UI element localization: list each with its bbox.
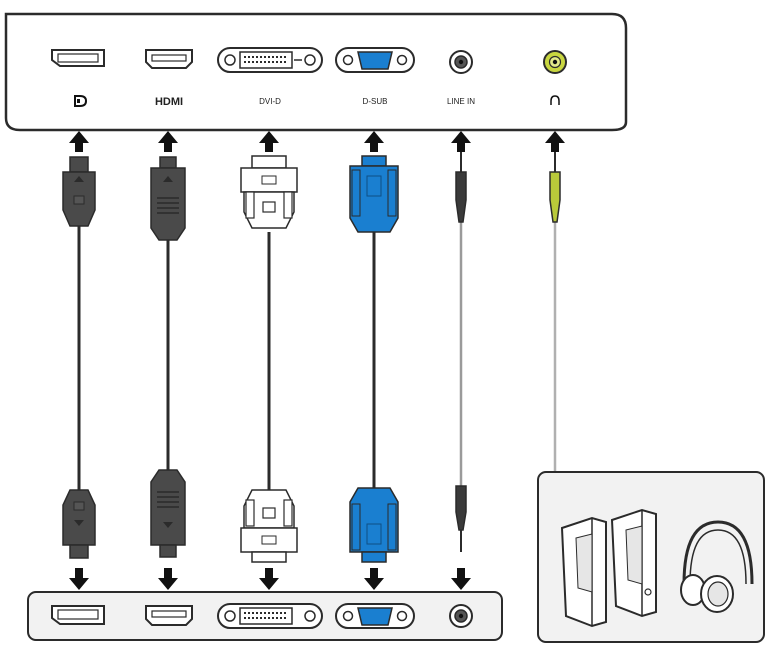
down-arrow-icon xyxy=(69,568,89,590)
hdmi-label: HDMI xyxy=(155,96,183,108)
line-in-label: LINE IN xyxy=(447,97,475,106)
headphone-jack xyxy=(543,50,567,74)
displayport-logo-icon xyxy=(74,95,88,107)
headphone-glyph-icon xyxy=(550,95,560,105)
headphones-icon xyxy=(680,520,754,613)
d-sub-label: D-SUB xyxy=(363,97,388,106)
up-arrow-icon xyxy=(158,131,178,152)
up-arrow-icon xyxy=(364,131,384,152)
pc-vga-port xyxy=(335,603,415,629)
dvi-d-label: DVI-D xyxy=(259,97,281,106)
displayport-cable xyxy=(62,156,96,559)
pc-audio-jack xyxy=(449,604,473,628)
up-arrow-icon xyxy=(259,131,279,152)
pc-hdmi-port xyxy=(145,605,193,626)
pc-panel xyxy=(27,591,503,641)
down-arrow-icon xyxy=(451,568,471,590)
up-arrow-icon xyxy=(451,131,471,152)
down-arrow-icon xyxy=(259,568,279,590)
up-arrow-icon xyxy=(69,131,89,152)
arrows-to-monitor xyxy=(69,131,565,152)
line-in-jack xyxy=(449,50,473,74)
pc-displayport-port xyxy=(51,605,105,625)
audio-devices-box xyxy=(537,471,765,643)
arrows-to-pc xyxy=(69,568,471,590)
monitor-rear-panel: HDMI DVI-D D-SUB LINE IN xyxy=(4,12,628,132)
dvi-cable xyxy=(240,155,298,563)
headphone-cable xyxy=(549,152,561,472)
dvi-d-port xyxy=(217,47,323,73)
hdmi-cable xyxy=(150,156,186,558)
displayport-port xyxy=(51,49,105,67)
hdmi-port xyxy=(145,49,193,69)
down-arrow-icon xyxy=(364,568,384,590)
up-arrow-icon xyxy=(545,131,565,152)
d-sub-port xyxy=(335,47,415,73)
down-arrow-icon xyxy=(158,568,178,590)
audio-cable xyxy=(455,152,467,552)
pc-dvi-port xyxy=(217,603,323,629)
speakers-icon xyxy=(560,508,657,628)
vga-cable xyxy=(349,155,399,563)
